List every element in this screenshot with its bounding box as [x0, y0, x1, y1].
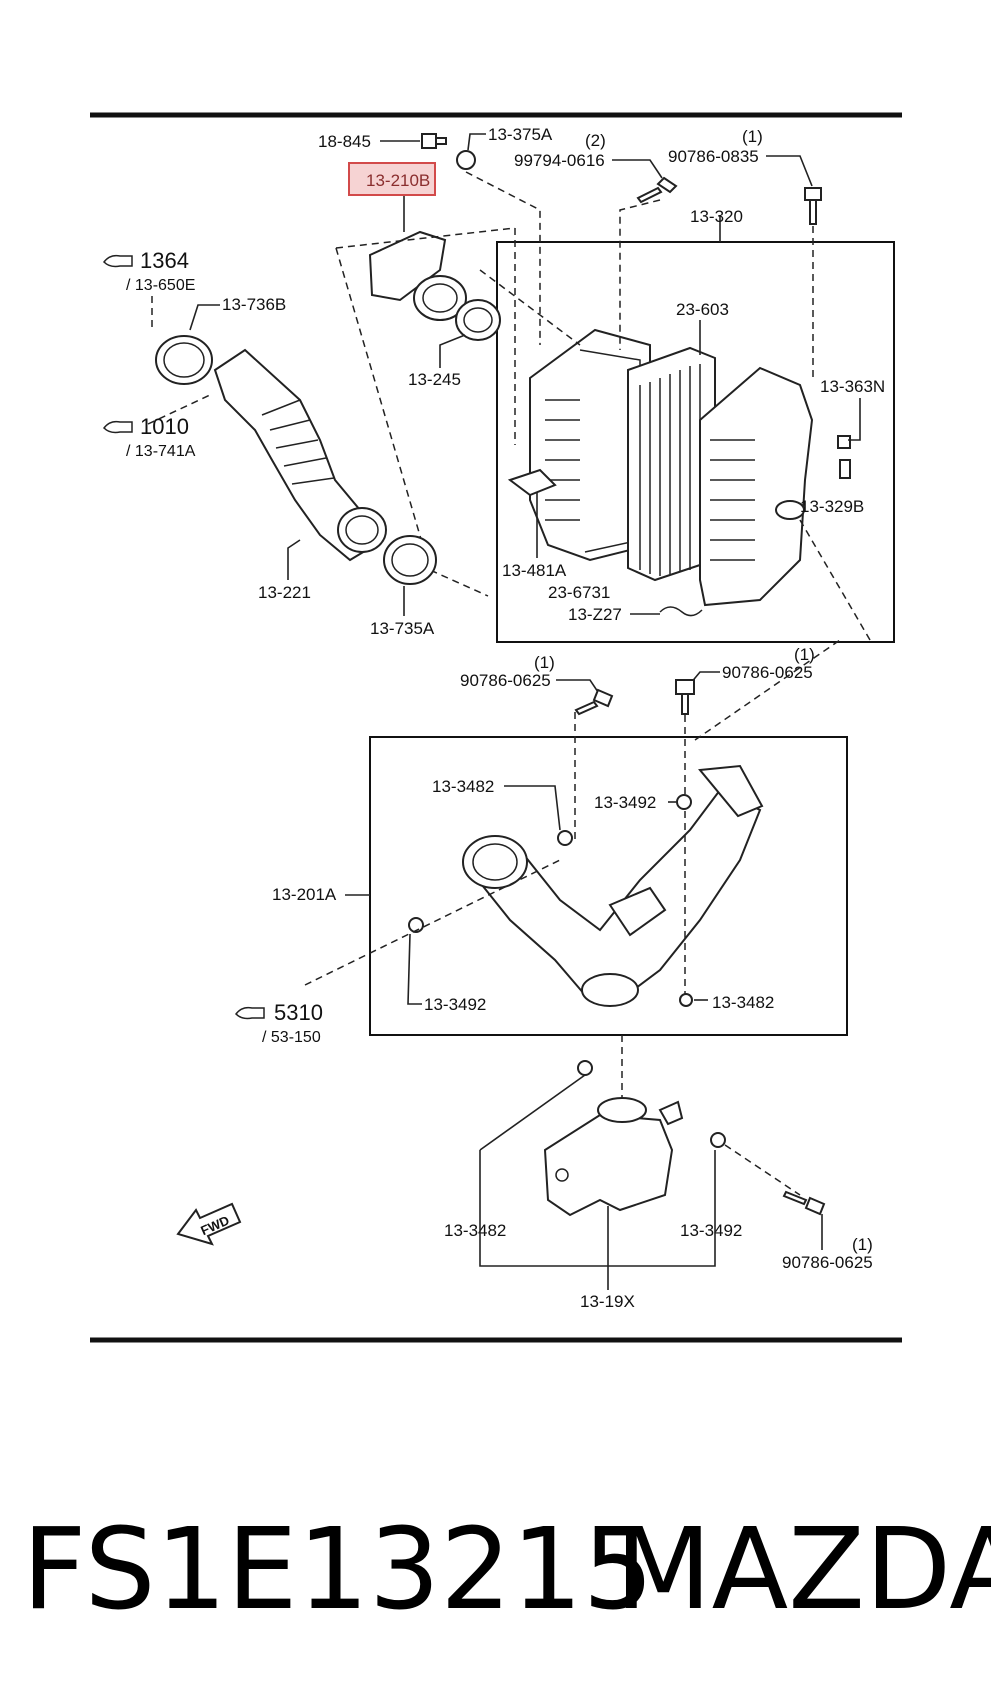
label-90786-0625-b-qty: (1): [852, 1235, 873, 1254]
highlight-13-210b: [348, 162, 436, 196]
label-18-845: 18-845: [318, 132, 371, 151]
label-13-245: 13-245: [408, 370, 461, 389]
part-13-z27: [659, 606, 703, 617]
label-90786-0625-r: 90786-0625: [722, 663, 813, 682]
label-13-735a: 13-735A: [370, 619, 435, 638]
part-90786-0835: [804, 187, 822, 225]
part-13-210b-maf-sensor: [368, 230, 447, 302]
ref-5310: 5310: [274, 1000, 323, 1025]
part-13-3492-a: [676, 794, 692, 810]
ref-1010-sub: / 13-741A: [126, 443, 196, 460]
air-cleaner-lower-case: [529, 328, 651, 562]
label-13-375a: 13-375A: [488, 125, 553, 144]
hose-bellows: [261, 399, 335, 485]
label-23-6731: 23-6731: [548, 583, 610, 602]
label-99794-0616: 99794-0616: [514, 151, 605, 170]
label-99794-qty: (2): [585, 131, 606, 150]
label-13-481a: 13-481A: [502, 561, 567, 580]
label-13-3482-b: 13-3482: [712, 993, 774, 1012]
part-90786-0625-bottom-bolt: [782, 1190, 826, 1216]
ref-hand-icon-1364: [103, 254, 133, 268]
ref-1364-sub: / 13-650E: [126, 277, 195, 294]
part-13-481a: [507, 468, 557, 497]
label-13-3492-c: 13-3492: [680, 1221, 742, 1240]
fwd-arrow-icon: [176, 1202, 242, 1246]
label-13-3492-a: 13-3492: [594, 793, 656, 812]
part-90786-0625-right-bolt: [675, 679, 695, 715]
label-13-3482-c: 13-3482: [444, 1221, 506, 1240]
label-13-z27: 13-Z27: [568, 605, 622, 624]
ref-1010: 1010: [140, 414, 189, 439]
label-13-3482-a: 13-3482: [432, 777, 494, 796]
upper-case-ribs: [710, 439, 755, 561]
part-13-19x-resonator: [543, 1113, 674, 1217]
part-13-3492-b-grommet: [408, 917, 424, 933]
filter-pleats: [639, 364, 701, 576]
label-13-19x: 13-19X: [580, 1292, 635, 1311]
ref-5310-sub: / 53-150: [262, 1029, 321, 1046]
part-13-201a-air-duct: [468, 788, 762, 1002]
label-90786-0835-qty: (1): [742, 127, 763, 146]
label-90786-0625-b: 90786-0625: [782, 1253, 873, 1272]
caption-brand: MAZDA: [615, 1505, 991, 1635]
part-99794-0616: [636, 176, 678, 204]
part-13-329b: [839, 459, 851, 479]
part-13-3482-c: [577, 1060, 593, 1076]
air-duct-group-box: [369, 736, 848, 1036]
caption-part-number: FS1E13215: [22, 1505, 654, 1635]
label-90786-0835: 90786-0835: [668, 147, 759, 166]
part-13-3492-c: [710, 1132, 726, 1148]
part-18-845: [421, 133, 447, 149]
part-13-363n: [837, 435, 851, 449]
label-90786-0625-l-qty: (1): [534, 653, 555, 672]
label-13-221: 13-221: [258, 583, 311, 602]
label-23-603: 23-603: [676, 300, 729, 319]
air-cleaner-upper-case: [699, 366, 814, 607]
label-13-329b: 13-329B: [800, 497, 864, 516]
air-cleaner-group-box: [496, 241, 895, 643]
label-13-320: 13-320: [690, 207, 743, 226]
label-90786-0625-r-qty: (1): [794, 645, 815, 664]
part-13-3482-a: [557, 830, 573, 846]
part-90786-0625-left-bolt: [574, 688, 614, 716]
label-13-210b: 13-210B: [366, 171, 430, 190]
ref-1364: 1364: [140, 248, 189, 273]
part-13-3482-b: [679, 993, 693, 1007]
ref-hand-icon-1010: [103, 420, 133, 434]
label-13-363n: 13-363N: [820, 377, 885, 396]
part-13-245-ring: [455, 299, 501, 341]
label-90786-0625-l: 90786-0625: [460, 671, 551, 690]
label-13-3492-b: 13-3492: [424, 995, 486, 1014]
part-13-375a: [456, 150, 476, 170]
label-13-736b: 13-736B: [222, 295, 286, 314]
ref-hand-icon-5310: [235, 1006, 265, 1020]
label-13-201a: 13-201A: [272, 885, 337, 904]
